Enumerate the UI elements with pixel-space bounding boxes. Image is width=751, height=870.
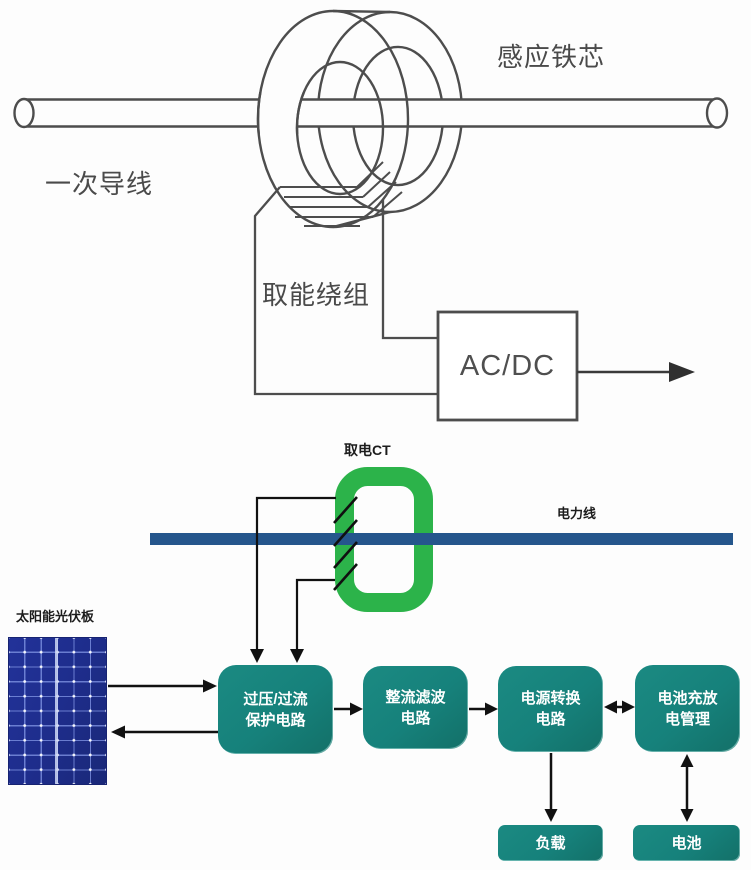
block-label-line: 保护电路 <box>245 711 306 729</box>
ct-output-wires <box>250 496 336 663</box>
dc-output-arrow <box>577 362 695 382</box>
block-rectifier-filter-circuit: 整流滤波 电路 <box>363 666 468 749</box>
ct-label: 取电CT <box>344 442 391 458</box>
primary-conductor-rod <box>13 97 729 129</box>
block-flow-arrows <box>334 700 694 822</box>
winding-hatches <box>280 161 403 227</box>
acdc-converter-box <box>436 310 579 422</box>
block-label-line: 整流滤波 <box>385 688 446 706</box>
winding-to-converter-wires <box>253 186 438 396</box>
block-power-conversion-circuit: 电源转换 电路 <box>498 666 603 752</box>
solar-panel-label: 太阳能光伏板 <box>16 609 95 624</box>
block-label-line: 电源转换 <box>520 690 581 707</box>
block-protection-circuit: 过压/过流 保护电路 <box>218 665 333 754</box>
solar-panel <box>8 637 107 785</box>
ct-winding-hatches <box>333 496 358 591</box>
primary-conductor-label: 一次导线 <box>45 169 154 199</box>
power-line <box>150 533 733 545</box>
block-load: 负载 <box>498 825 603 861</box>
block-battery: 电池 <box>633 825 740 861</box>
block-label-line: 电路 <box>535 711 566 728</box>
block-label-line: 负载 <box>535 834 566 852</box>
power-line-label: 电力线 <box>557 506 597 521</box>
block-label-line: 电路 <box>400 709 431 727</box>
winding-label: 取能绕组 <box>262 280 371 310</box>
block-label-line: 电池充放 <box>657 689 718 707</box>
block-label-line: 电池 <box>671 834 702 852</box>
block-label-line: 过压/过流 <box>243 690 308 708</box>
acdc-converter-label: AC/DC <box>459 349 556 382</box>
solar-panel-arrows <box>108 679 218 739</box>
block-battery-charge-management: 电池充放 电管理 <box>635 665 740 752</box>
block-label-line: 电管理 <box>664 710 710 728</box>
core-label: 感应铁芯 <box>497 42 606 72</box>
